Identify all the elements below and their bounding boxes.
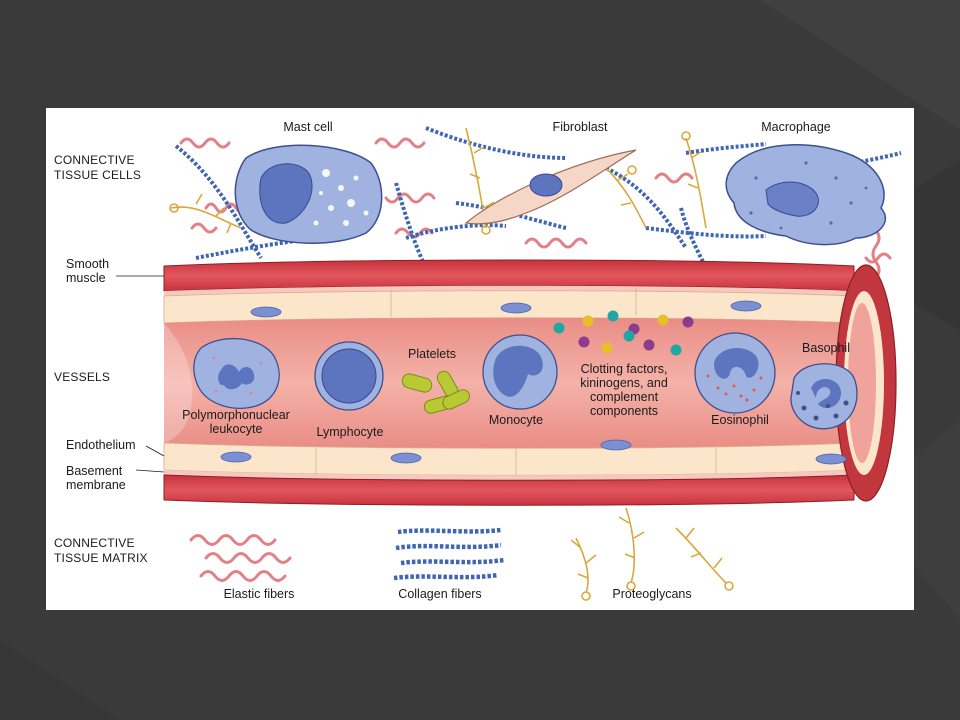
label-eosinophil: Eosinophil [711,413,769,427]
label-smooth-muscle: Smooth muscle [66,257,110,285]
matrix-elastic-fibers [189,534,292,582]
pmn-cell [193,337,280,409]
label-lymphocyte: Lymphocyte [316,425,384,439]
lymphocyte-cell [314,341,384,411]
diagram-figure: CONNECTIVE TISSUE CELLS VESSELS CONNECTI… [46,108,914,610]
eosinophil-cell [694,332,776,414]
label-elastic-fibers: Elastic fibers [223,587,295,601]
label-clotting-factors: Clotting factors, kininogens, and comple… [580,362,668,418]
label-monocyte: Monocyte [488,413,544,427]
label-basement-membrane: Basement membrane [66,464,126,492]
label-endothelium: Endothelium [66,438,136,452]
label-proteoglycans: Proteoglycans [612,587,692,601]
section-label-matrix: CONNECTIVE TISSUE MATRIX [54,536,148,565]
matrix-proteoglycans [570,507,734,601]
clotting-factors [553,310,694,356]
section-label-cells: CONNECTIVE TISSUE CELLS [54,153,142,182]
monocyte-cell [482,334,558,410]
label-mast-cell: Mast cell [283,120,333,134]
label-pmn: Polymorphonuclear leukocyte [182,408,290,436]
label-macrophage: Macrophage [761,120,831,134]
section-label-vessels: VESSELS [54,370,111,384]
macrophage-cell [725,144,887,246]
label-platelets: Platelets [408,347,456,361]
basophil-cell [790,363,858,430]
top-elastic-fibers [179,137,892,280]
fibroblast-cell [464,149,637,225]
diagram-artwork [116,126,902,601]
matrix-collagen-fibers [393,527,505,581]
platelets [401,370,471,414]
mast-cell [234,144,383,244]
label-collagen-fibers: Collagen fibers [398,587,482,601]
label-fibroblast: Fibroblast [552,120,608,134]
label-basophil: Basophil [802,341,850,355]
